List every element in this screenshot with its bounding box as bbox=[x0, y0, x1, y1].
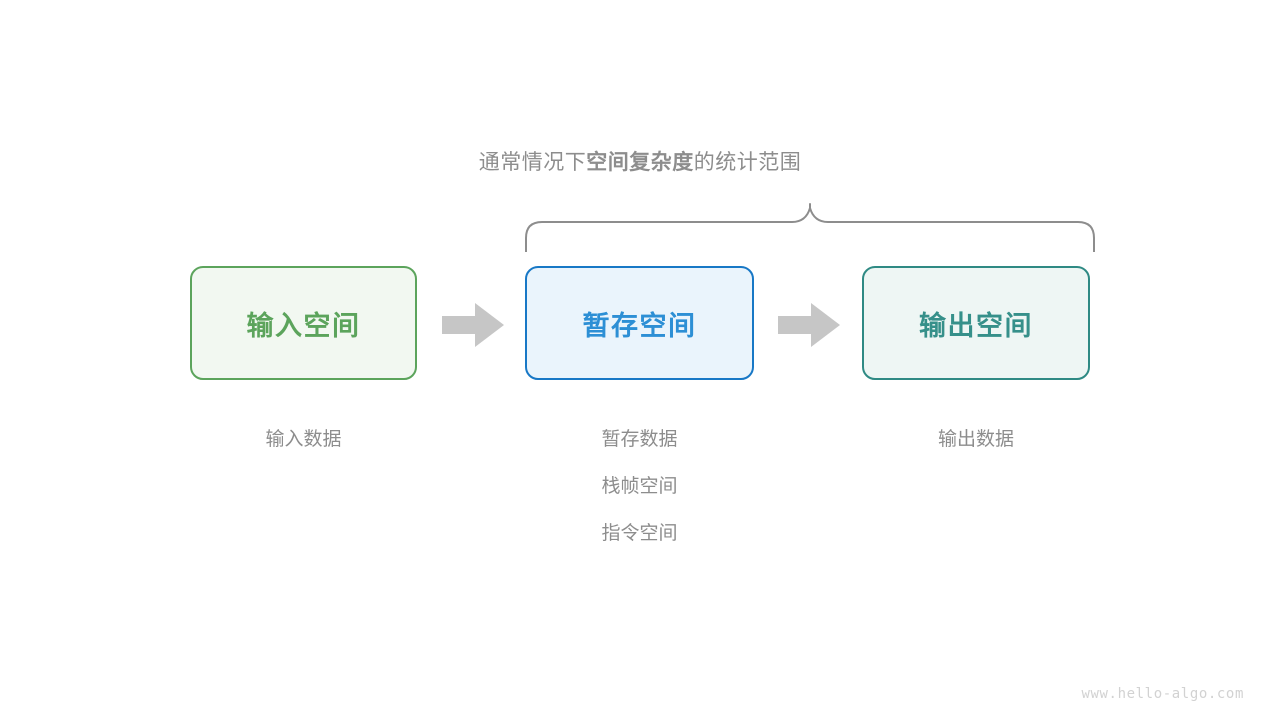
stage-box-output-label: 输出空间 bbox=[919, 310, 1033, 341]
caption-item: 指令空间 bbox=[601, 523, 678, 544]
scope-annotation-suffix: 的统计范围 bbox=[693, 151, 802, 174]
scope-annotation-emphasis: 空间复杂度 bbox=[586, 151, 694, 174]
arrow-right-icon-temp-to-output bbox=[778, 303, 840, 347]
scope-brace bbox=[510, 196, 1110, 253]
caption-list-input: 输入数据 bbox=[190, 416, 417, 463]
stage-box-input-label: 输入空间 bbox=[246, 310, 361, 341]
scope-annotation-text: 通常情况下空间复杂度的统计范围 bbox=[0, 146, 1280, 176]
caption-item: 输入数据 bbox=[265, 429, 342, 450]
caption-item: 栈帧空间 bbox=[601, 476, 678, 497]
stage-box-temp: 暂存空间 bbox=[525, 266, 754, 380]
stage-box-temp-label: 暂存空间 bbox=[582, 310, 697, 341]
stage-box-output: 输出空间 bbox=[862, 266, 1090, 380]
caption-list-output: 输出数据 bbox=[862, 416, 1090, 463]
caption-list-temp: 暂存数据 栈帧空间 指令空间 bbox=[525, 416, 754, 557]
footer-watermark-url: www.hello-algo.com bbox=[1081, 686, 1244, 702]
stage-box-input: 输入空间 bbox=[190, 266, 417, 380]
arrow-right-icon-input-to-temp bbox=[442, 303, 504, 347]
caption-item: 暂存数据 bbox=[601, 429, 678, 450]
caption-item: 输出数据 bbox=[937, 429, 1014, 450]
scope-annotation-prefix: 通常情况下 bbox=[478, 151, 587, 174]
